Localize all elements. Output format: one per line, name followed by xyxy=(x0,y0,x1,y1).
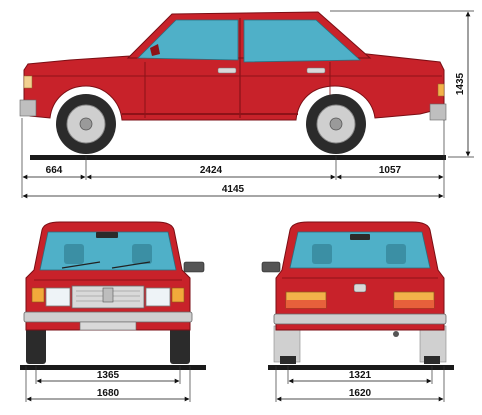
rear-exhaust xyxy=(393,331,399,337)
front-left-headlight xyxy=(45,287,71,307)
dim-front-width: 1680 xyxy=(97,388,120,399)
side-ground-line xyxy=(30,155,446,160)
front-right-tire xyxy=(170,326,190,364)
front-ground-line xyxy=(20,365,206,370)
rear-view: 1321 1620 xyxy=(261,221,454,402)
side-taillight xyxy=(437,83,445,97)
front-rearview-mirror xyxy=(96,232,118,238)
front-left-indicator xyxy=(31,287,45,303)
rear-ground-line xyxy=(268,365,454,370)
side-front-wheel xyxy=(56,94,116,154)
rear-side-mirror xyxy=(261,261,281,273)
front-right-indicator xyxy=(171,287,185,303)
side-mirror xyxy=(150,44,160,56)
dim-wheelbase: 2424 xyxy=(200,165,223,176)
dim-front-overhang: 664 xyxy=(46,165,63,176)
dim-rear-width: 1620 xyxy=(349,388,372,399)
dim-rear-track: 1321 xyxy=(349,370,372,381)
side-view: 664 2424 1057 4145 1435 xyxy=(19,10,474,199)
front-bumper xyxy=(23,311,193,323)
side-extension-lines xyxy=(21,10,474,198)
front-left-tire xyxy=(26,326,46,364)
side-rear-wheel xyxy=(306,94,366,154)
front-side-mirror xyxy=(183,261,205,273)
side-window-front xyxy=(137,19,239,61)
dim-front-track: 1365 xyxy=(97,370,120,381)
side-door-handle-front xyxy=(217,67,237,74)
side-front-bumper xyxy=(19,99,37,117)
front-view: 1365 1680 xyxy=(20,221,206,402)
side-rear-bumper xyxy=(429,103,447,121)
dim-rear-overhang: 1057 xyxy=(379,165,402,176)
side-window-rear xyxy=(243,19,362,63)
side-door-handle-rear xyxy=(306,67,326,74)
rear-interior-mirror xyxy=(350,234,370,240)
dim-overall-length: 4145 xyxy=(222,184,245,195)
side-body xyxy=(23,49,445,121)
front-plate xyxy=(79,321,137,331)
front-emblem xyxy=(102,287,114,303)
side-headlight xyxy=(23,75,33,89)
front-right-headlight xyxy=(145,287,171,307)
dim-height: 1435 xyxy=(455,72,466,95)
rear-trunk-lock xyxy=(353,283,367,293)
rear-bumper xyxy=(273,313,447,325)
